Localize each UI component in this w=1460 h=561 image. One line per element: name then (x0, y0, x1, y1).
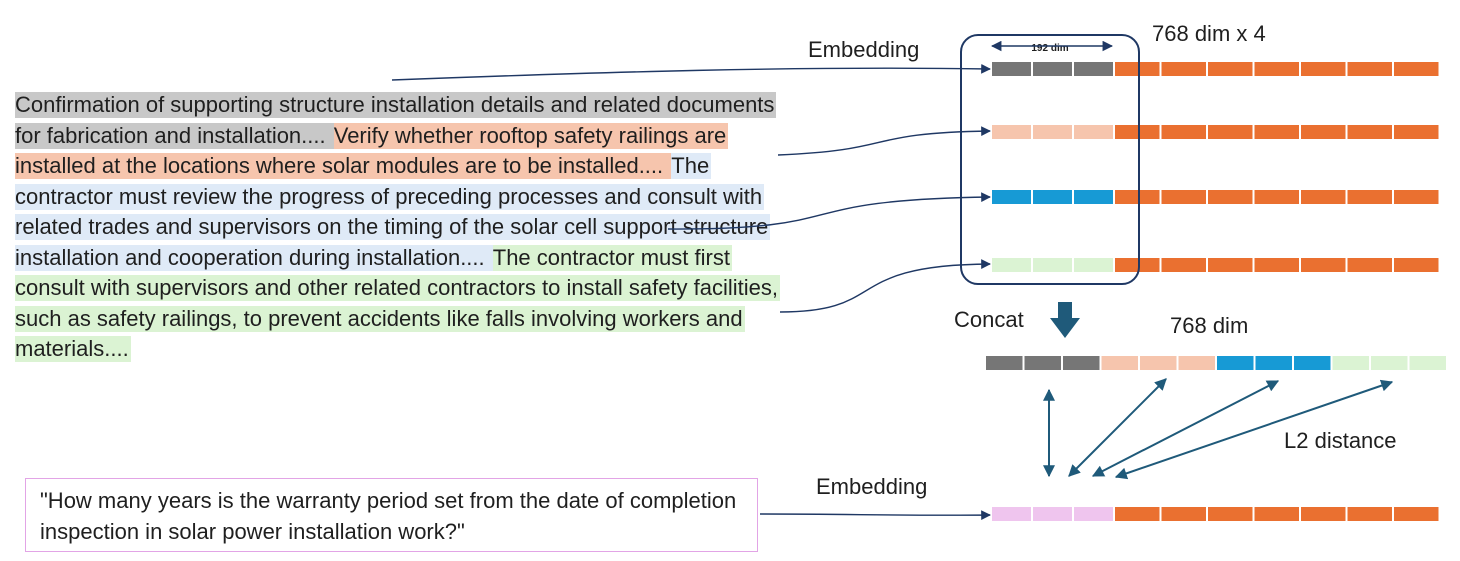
connector-segment-3 (667, 192, 991, 230)
dim-x4-label: 768 dim x 4 (1152, 21, 1266, 46)
embedding-row-4-cell-4 (1115, 258, 1160, 272)
dim-768-label: 768 dim (1170, 313, 1248, 338)
l2-arrow-peach (1068, 378, 1167, 477)
embedding-row-1 (992, 62, 1439, 76)
query-box: "How many years is the warranty period s… (25, 478, 758, 552)
concat-cell-12 (1409, 356, 1446, 370)
embedding-row-4-cell-2 (1033, 258, 1072, 272)
query-cell-8 (1301, 507, 1346, 521)
embedding-row-2-cell-2 (1033, 125, 1072, 139)
connector-segment-1 (391, 63, 991, 81)
l2-distance-label: L2 distance (1284, 428, 1397, 453)
embedding-row-3-cell-5 (1161, 190, 1206, 204)
l2-arrow-blue (1091, 380, 1280, 477)
embedding-row-3-cell-6 (1208, 190, 1253, 204)
embedding-row-4-cell-9 (1347, 258, 1392, 272)
embedding-row-1-cell-7 (1254, 62, 1299, 76)
embedding-row-1-cell-5 (1161, 62, 1206, 76)
concat-cell-1 (986, 356, 1023, 370)
embedding-row-3-cell-8 (1301, 190, 1346, 204)
embedding-row-2-cell-9 (1347, 125, 1392, 139)
embedding-row-3-cell-1 (992, 190, 1031, 204)
query-cell-6 (1208, 507, 1253, 521)
connector-segment-4 (779, 259, 991, 313)
embedding-row-4-cell-1 (992, 258, 1031, 272)
first-192-selection-box (960, 34, 1140, 285)
embedding-row-3-cell-3 (1074, 190, 1113, 204)
embedding-row-4-cell-8 (1301, 258, 1346, 272)
embedding-row-3-cell-9 (1347, 190, 1392, 204)
concat-cell-8 (1255, 356, 1292, 370)
embedding-label-top: Embedding (808, 37, 919, 62)
l2-arrow-green (1114, 379, 1394, 480)
query-text: "How many years is the warranty period s… (40, 488, 737, 544)
embedding-row-4-cell-7 (1254, 258, 1299, 272)
concat-cell-6 (1178, 356, 1215, 370)
concat-cell-9 (1294, 356, 1331, 370)
concat-label: Concat (954, 307, 1024, 332)
connector-segment-2 (777, 126, 991, 156)
query-cell-3 (1074, 507, 1113, 521)
concat-cell-3 (1063, 356, 1100, 370)
query-cell-5 (1161, 507, 1206, 521)
concat-cell-2 (1024, 356, 1061, 370)
embedding-row-2-cell-8 (1301, 125, 1346, 139)
embedding-label-bottom: Embedding (816, 474, 927, 499)
embedding-row-3-cell-7 (1254, 190, 1299, 204)
concat-arrow-icon (1050, 302, 1080, 338)
embedding-row-2-cell-10 (1394, 125, 1439, 139)
concat-cell-10 (1332, 356, 1369, 370)
embedding-row-2-cell-7 (1254, 125, 1299, 139)
embedding-row-1-cell-10 (1394, 62, 1439, 76)
embedding-row-1-cell-6 (1208, 62, 1253, 76)
embedding-row-3-cell-10 (1394, 190, 1439, 204)
query-cell-10 (1394, 507, 1439, 521)
embedding-row-1-cell-8 (1301, 62, 1346, 76)
embedding-row-4-cell-5 (1161, 258, 1206, 272)
concat-cell-4 (1101, 356, 1138, 370)
query-vector (992, 507, 1439, 521)
document-passage: Confirmation of supporting structure ins… (15, 90, 785, 365)
embedding-row-3-cell-4 (1115, 190, 1160, 204)
embedding-row-4-cell-6 (1208, 258, 1253, 272)
concat-cell-11 (1371, 356, 1408, 370)
concat-cell-7 (1217, 356, 1254, 370)
query-cell-9 (1347, 507, 1392, 521)
embedding-row-4 (992, 258, 1439, 272)
embedding-row-2 (992, 125, 1439, 139)
concatenated-vector (986, 356, 1446, 370)
query-cell-1 (992, 507, 1031, 521)
query-cell-7 (1254, 507, 1299, 521)
embedding-row-2-cell-4 (1115, 125, 1160, 139)
query-cell-2 (1033, 507, 1072, 521)
embedding-row-1-cell-9 (1347, 62, 1392, 76)
concat-cell-5 (1140, 356, 1177, 370)
embedding-row-2-cell-3 (1074, 125, 1113, 139)
embedding-row-1-cell-3 (1074, 62, 1113, 76)
embedding-row-3-cell-2 (1033, 190, 1072, 204)
embedding-row-2-cell-1 (992, 125, 1031, 139)
embedding-row-2-cell-6 (1208, 125, 1253, 139)
embedding-row-4-cell-10 (1394, 258, 1439, 272)
embedding-row-1-cell-4 (1115, 62, 1160, 76)
dim-192-label: 192 dim (1031, 43, 1068, 54)
embedding-row-1-cell-2 (1033, 62, 1072, 76)
embedding-row-3 (992, 190, 1439, 204)
query-cell-4 (1115, 507, 1160, 521)
passage-segment-2: Verify whether rooftop safety railings a… (15, 122, 729, 179)
embedding-row-4-cell-3 (1074, 258, 1113, 272)
embedding-rows (992, 62, 1439, 272)
connector-query (759, 510, 991, 521)
embedding-row-2-cell-5 (1161, 125, 1206, 139)
embedding-row-1-cell-1 (992, 62, 1031, 76)
